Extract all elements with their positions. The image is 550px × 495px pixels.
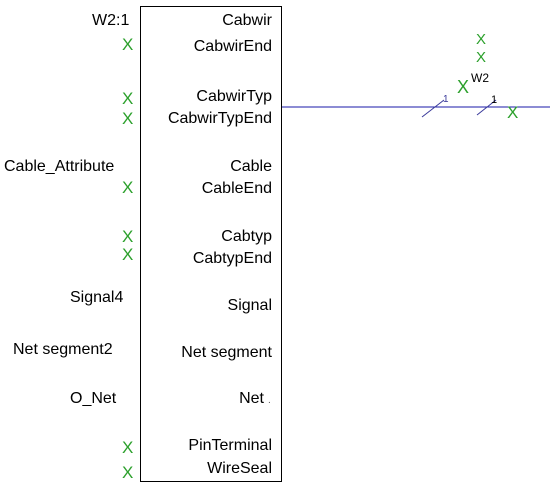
pin-label-cabwirend: CabwirEnd (193, 38, 272, 55)
pin-label-net-segment: Net segment (181, 344, 272, 361)
pin-label-cableend: CableEnd (201, 180, 272, 197)
wire-number-2: 1 (491, 94, 498, 106)
pin-label-pinterminal: PinTerminal (188, 437, 272, 454)
pin-label-cabtypend: CabtypEnd (192, 250, 272, 267)
x-marker: X (122, 35, 134, 54)
pin-label-wireseal: WireSeal (207, 460, 272, 477)
net-dot: . (268, 395, 271, 406)
pin-label-cable: Cable (230, 158, 272, 175)
pin-label-signal: Signal (227, 297, 272, 314)
x-marker: X (457, 77, 470, 97)
pin-label-cabwirtyp: CabwirTyp (196, 88, 272, 105)
x-marker: X (122, 109, 134, 128)
device-symbol-box[interactable] (140, 6, 282, 482)
x-marker: X (122, 438, 134, 457)
x-marker: X (122, 227, 134, 246)
wire-number-1: 1 (443, 94, 449, 105)
x-marker: X (476, 31, 487, 48)
pin-label-cabwir: Cabwir (222, 12, 272, 29)
pin-label-cabtyp: Cabtyp (221, 228, 272, 245)
pin-label-net: Net (239, 390, 264, 407)
x-marker: X (122, 463, 134, 482)
wire-tick-1 (421, 99, 445, 118)
device-tag[interactable]: W2:1 (92, 12, 130, 29)
wire-tick-2 (476, 99, 497, 116)
x-marker: X (122, 178, 134, 197)
x-marker: X (122, 245, 134, 264)
x-marker: X (122, 89, 134, 108)
pin-label-cabwirtypend: CabwirTypEnd (167, 110, 272, 127)
net-segment-value-label[interactable]: Net segment2 (13, 341, 113, 358)
connector-tag[interactable]: W2 (471, 71, 489, 85)
signal-value-label[interactable]: Signal4 (70, 289, 124, 306)
net-value-label[interactable]: O_Net (70, 390, 117, 407)
x-marker: X (507, 103, 519, 122)
cable-attribute-label[interactable]: Cable_Attribute (4, 158, 115, 175)
x-marker: X (476, 49, 487, 66)
